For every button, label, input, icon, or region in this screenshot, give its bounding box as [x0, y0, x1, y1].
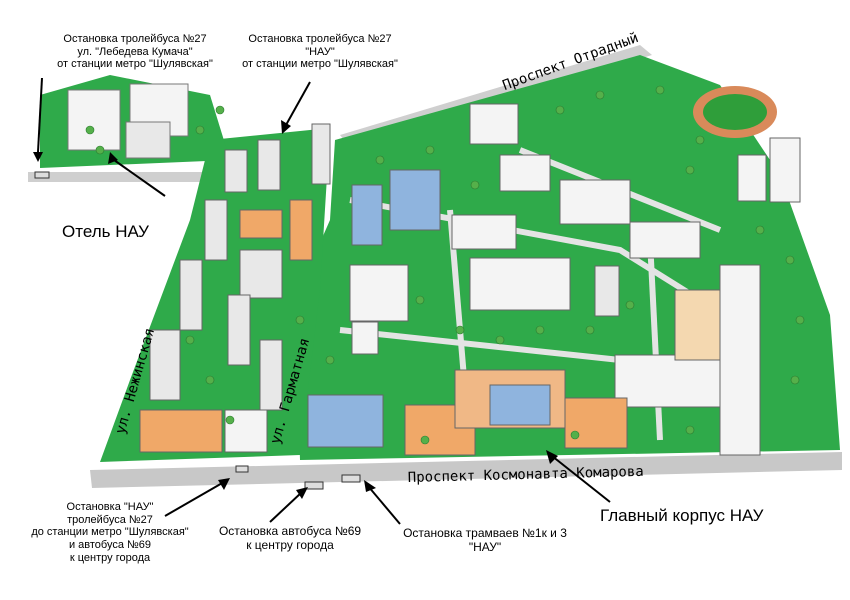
bus-marker-bottom: [235, 465, 249, 473]
label-stop-nau-top: Остановка тролейбуса №27 "НАУ" от станци…: [242, 33, 398, 71]
tram-marker: [341, 474, 361, 483]
main-building-nau: [454, 369, 628, 449]
road-komarova: [90, 452, 842, 488]
label-stop-tram: Остановка трамваев №1к и 3 "НАУ": [403, 526, 567, 554]
campus-buildings: [307, 103, 801, 456]
trolleybus-marker-top-left: [34, 171, 50, 179]
label-hotel: Отель НАУ: [62, 222, 149, 241]
label-stop-lebedeva: Остановка тролейбуса №27 ул. "Лебедева К…: [57, 33, 213, 71]
vehicles: [34, 171, 361, 490]
hotel-buildings: [67, 83, 189, 159]
label-stop-nau-bottom: Остановка "НАУ" тролейбуса №27 до станци…: [31, 501, 189, 564]
bus-69-marker: [304, 481, 324, 490]
buildings: [67, 83, 801, 456]
stadium: [693, 86, 777, 138]
pointer-arrows: [33, 77, 611, 525]
label-stop-bus69: Остановка автобуса №69 к центру города: [218, 524, 362, 552]
label-main-building: Главный корпус НАУ: [600, 506, 764, 525]
road-top-left: [28, 172, 240, 182]
trees: [85, 85, 805, 445]
residential-buildings: [139, 123, 331, 453]
